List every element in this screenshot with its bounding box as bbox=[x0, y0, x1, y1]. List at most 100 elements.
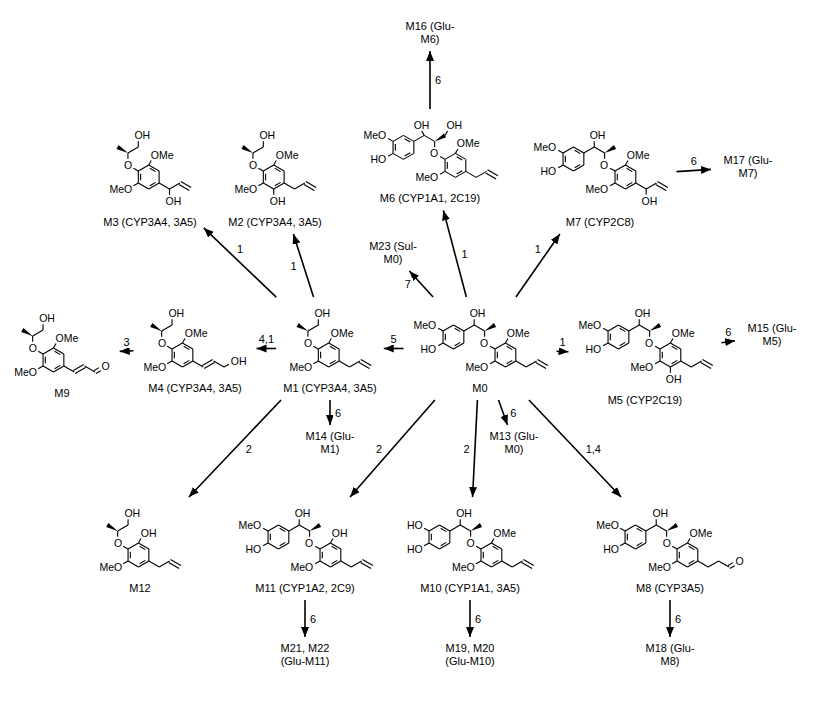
bond-line bbox=[689, 560, 695, 563]
reaction-step-number: 6 bbox=[333, 407, 343, 419]
bond-line bbox=[124, 546, 129, 549]
bond-line bbox=[646, 531, 647, 543]
bond-line bbox=[563, 165, 573, 171]
bond-line bbox=[444, 334, 445, 341]
bond-line bbox=[403, 135, 413, 141]
bond-line bbox=[320, 543, 330, 549]
atom-label: OMe bbox=[56, 332, 79, 344]
metabolite-structure: M2 (CYP3A4, 3A5)OHOOMeMeOOH bbox=[224, 122, 326, 231]
atom-label: O bbox=[645, 337, 653, 349]
bond-line bbox=[614, 171, 615, 183]
metabolite-label: M18 (Glu-M8) bbox=[636, 640, 704, 670]
bond-line bbox=[455, 171, 465, 177]
atom-label: OH bbox=[134, 129, 150, 141]
bond-line bbox=[424, 135, 434, 141]
structure-group bbox=[620, 519, 735, 568]
bond-line bbox=[171, 559, 181, 565]
atom-label: OH bbox=[295, 507, 311, 519]
bond-line bbox=[172, 319, 173, 325]
metabolite-structure: M12OHOOHMeO bbox=[92, 500, 187, 597]
bond-line bbox=[626, 182, 632, 185]
bond-line bbox=[445, 153, 455, 159]
bond-line bbox=[677, 549, 678, 561]
atom-label: OH bbox=[259, 129, 275, 141]
conjugate-metabolite: M19, M20 (Glu-M10) bbox=[436, 640, 504, 670]
bond-line bbox=[618, 325, 628, 331]
reaction-arrow bbox=[676, 169, 711, 171]
atom-label: OH bbox=[652, 507, 668, 519]
atom-label: OH bbox=[470, 307, 486, 319]
bond-line bbox=[162, 331, 163, 337]
atom-label: MeO bbox=[648, 561, 671, 573]
atom-label: OMe bbox=[331, 327, 354, 339]
bond-line bbox=[140, 546, 146, 549]
reaction-arrow bbox=[469, 600, 471, 637]
bond-line bbox=[483, 552, 484, 559]
bond-line bbox=[594, 147, 604, 153]
bond-line bbox=[445, 171, 455, 177]
metabolite-label: M14 (Glu-M1) bbox=[296, 428, 364, 458]
bond-line bbox=[677, 561, 687, 567]
bond-line bbox=[505, 343, 515, 349]
bond-line bbox=[193, 361, 203, 367]
bond-line bbox=[620, 543, 625, 546]
bond-line bbox=[646, 525, 656, 531]
bond-line bbox=[138, 141, 139, 147]
atom-label: MeO bbox=[452, 561, 475, 573]
metabolite-structure: M11 (CYP1A2, 2C9)MeOHOOHOOHMeO bbox=[232, 500, 379, 597]
bond-line bbox=[526, 361, 536, 367]
atom-label: HO bbox=[246, 543, 262, 555]
bond-line bbox=[214, 361, 224, 367]
atom-label: MeO bbox=[596, 519, 619, 531]
atom-label: O bbox=[29, 342, 37, 354]
bond-line bbox=[484, 331, 485, 337]
reaction-arrow bbox=[189, 400, 281, 497]
bond-line bbox=[615, 183, 625, 189]
bond-line bbox=[314, 346, 319, 349]
bond-line bbox=[523, 559, 533, 565]
bond-line bbox=[463, 325, 473, 331]
connector-group bbox=[120, 51, 735, 637]
atom-label: OMe bbox=[507, 327, 530, 339]
bond-line bbox=[646, 183, 656, 189]
reaction-arrow bbox=[556, 350, 568, 352]
bond-line bbox=[139, 543, 149, 549]
bond-line bbox=[487, 170, 497, 176]
wedge-bond bbox=[667, 523, 678, 531]
bond-line bbox=[329, 343, 339, 349]
bond-line bbox=[476, 171, 486, 177]
bond-line bbox=[299, 525, 309, 531]
metabolite-name: M6 (CYP1A1, 2C19) bbox=[380, 192, 480, 205]
atom-label: O bbox=[249, 159, 257, 171]
bond-line bbox=[671, 360, 677, 363]
bond-line bbox=[610, 183, 615, 186]
bond-line bbox=[149, 561, 159, 567]
bond-line bbox=[139, 561, 149, 567]
atom-label: MeO bbox=[579, 319, 602, 331]
bond-line bbox=[253, 147, 263, 153]
bond-line bbox=[308, 331, 309, 337]
bond-line bbox=[615, 165, 625, 171]
atom-label: OMe bbox=[627, 149, 650, 161]
wedge-bond bbox=[309, 523, 320, 531]
bond-line bbox=[670, 361, 680, 367]
reaction-step-number: 2 bbox=[374, 443, 384, 455]
atom-label: MeO bbox=[414, 319, 437, 331]
bond-line bbox=[315, 561, 320, 564]
bond-line bbox=[645, 189, 646, 195]
reaction-arrow bbox=[473, 400, 478, 497]
bond-line bbox=[54, 344, 57, 348]
bond-line bbox=[453, 325, 463, 331]
atom-label: O bbox=[102, 360, 110, 372]
bond-line bbox=[607, 331, 608, 343]
bond-line bbox=[656, 519, 657, 525]
bond-line bbox=[96, 371, 101, 374]
bond-line bbox=[319, 549, 320, 561]
conjugate-metabolite: M15 (Glu-M5) bbox=[738, 320, 806, 350]
bond-line bbox=[118, 525, 128, 531]
bond-line bbox=[490, 346, 495, 349]
atom-label: MeO bbox=[99, 561, 122, 573]
bond-line bbox=[628, 325, 638, 331]
bond-line bbox=[43, 366, 53, 372]
bond-line bbox=[274, 161, 277, 165]
